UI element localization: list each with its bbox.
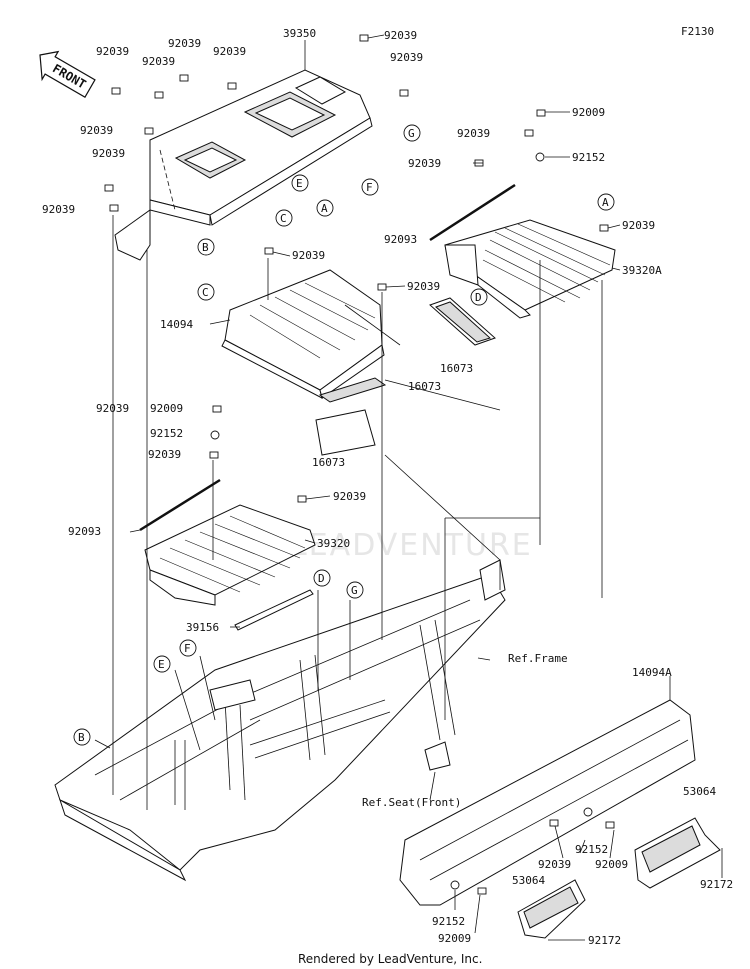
part-label: 92039 (292, 249, 325, 262)
part-label: 39320 (317, 537, 350, 550)
part-label: 53064 (683, 785, 716, 798)
cover-39350 (114, 69, 373, 261)
part-label: 92039 (407, 280, 440, 293)
part-label: 92039 (408, 157, 441, 170)
panel-39320 (144, 504, 316, 606)
svg-text:B: B (202, 241, 209, 254)
svg-text:G: G (408, 127, 415, 140)
part-label: 92039 (213, 45, 246, 58)
watermark: LEADVENTURE (290, 528, 533, 563)
svg-text:E: E (296, 177, 303, 190)
svg-text:C: C (202, 286, 209, 299)
callout-G-frame: G (346, 581, 364, 599)
part-label: 39350 (283, 27, 316, 40)
part-label: 92009 (150, 402, 183, 415)
part-label: 92172 (700, 878, 733, 891)
svg-text:E: E (158, 658, 165, 671)
front-arrow-icon: FRONT (39, 50, 96, 98)
grille-53064-left (517, 879, 586, 939)
part-labels: 39350 92039 92039 92039 92039 92039 9203… (42, 27, 733, 947)
svg-text:D: D (475, 291, 482, 304)
callout-A-right: A (597, 193, 615, 211)
part-label: 92152 (572, 151, 605, 164)
part-label: 14094 (160, 318, 193, 331)
svg-text:D: D (318, 572, 325, 585)
part-label: 92039 (538, 858, 571, 871)
part-label: Ref.Seat(Front) (362, 796, 461, 809)
callout-B-top: B (197, 238, 215, 256)
part-label: 92039 (622, 219, 655, 232)
callout-G-top: G (403, 124, 421, 142)
part-label: 92009 (438, 932, 471, 945)
part-label: 14094A (632, 666, 672, 679)
svg-text:F: F (366, 181, 373, 194)
leader-lines (94, 34, 723, 941)
part-label: 92093 (384, 233, 417, 246)
box-14094 (221, 269, 385, 399)
part-label: 92039 (80, 124, 113, 137)
svg-text:A: A (602, 196, 609, 209)
part-label: 92039 (92, 147, 125, 160)
part-label: 92039 (333, 490, 366, 503)
pad-16073-low (315, 409, 376, 456)
callout-E-frame: E (153, 655, 171, 673)
part-label: 92039 (148, 448, 181, 461)
part-label: 92152 (432, 915, 465, 928)
part-label: 92039 (384, 29, 417, 42)
callout-D-frame: D (313, 569, 331, 587)
callout-C-top: C (275, 209, 293, 227)
part-label: 53064 (512, 874, 545, 887)
part-label: 92152 (150, 427, 183, 440)
part-label: 92093 (68, 525, 101, 538)
callout-F-frame: F (179, 639, 197, 657)
bolt-icons (104, 34, 615, 895)
part-label: 92039 (96, 45, 129, 58)
callout-D-right: D (470, 288, 488, 306)
callout-E-top: E (291, 174, 309, 192)
credit-text: Rendered by LeadVenture, Inc. (298, 952, 482, 966)
part-label: 92172 (588, 934, 621, 947)
part-label: 92152 (575, 843, 608, 856)
part-label: 92039 (168, 37, 201, 50)
part-label: 92039 (457, 127, 490, 140)
callout-A-top: A (316, 199, 334, 217)
part-label: 92009 (572, 106, 605, 119)
part-label: 92039 (390, 51, 423, 64)
figure-code: F2130 (681, 25, 714, 38)
part-label: 16073 (312, 456, 345, 469)
callout-B-frame: B (73, 728, 91, 746)
part-label: 92039 (142, 55, 175, 68)
pad-16073-mid (318, 377, 387, 403)
strip-92093-left (139, 478, 221, 532)
svg-text:C: C (280, 212, 287, 225)
strip-39156 (234, 589, 314, 631)
panel-39320a (444, 219, 616, 319)
part-label: 16073 (440, 362, 473, 375)
grille-53064-right (634, 817, 721, 889)
part-label: 16073 (408, 380, 441, 393)
callout-C-mid: C (197, 283, 215, 301)
svg-text:F: F (184, 642, 191, 655)
part-label: 39320A (622, 264, 662, 277)
part-label: 92039 (42, 203, 75, 216)
part-label: 92039 (96, 402, 129, 415)
svg-text:B: B (78, 731, 85, 744)
callout-F-top: F (361, 178, 379, 196)
frame (54, 559, 506, 882)
strip-92093-right (429, 183, 516, 242)
svg-text:G: G (351, 584, 358, 597)
svg-text:A: A (321, 202, 328, 215)
part-label: 39156 (186, 621, 219, 634)
step-14094a (399, 699, 696, 906)
part-label: 92009 (595, 858, 628, 871)
part-label: Ref.Frame (508, 652, 568, 665)
